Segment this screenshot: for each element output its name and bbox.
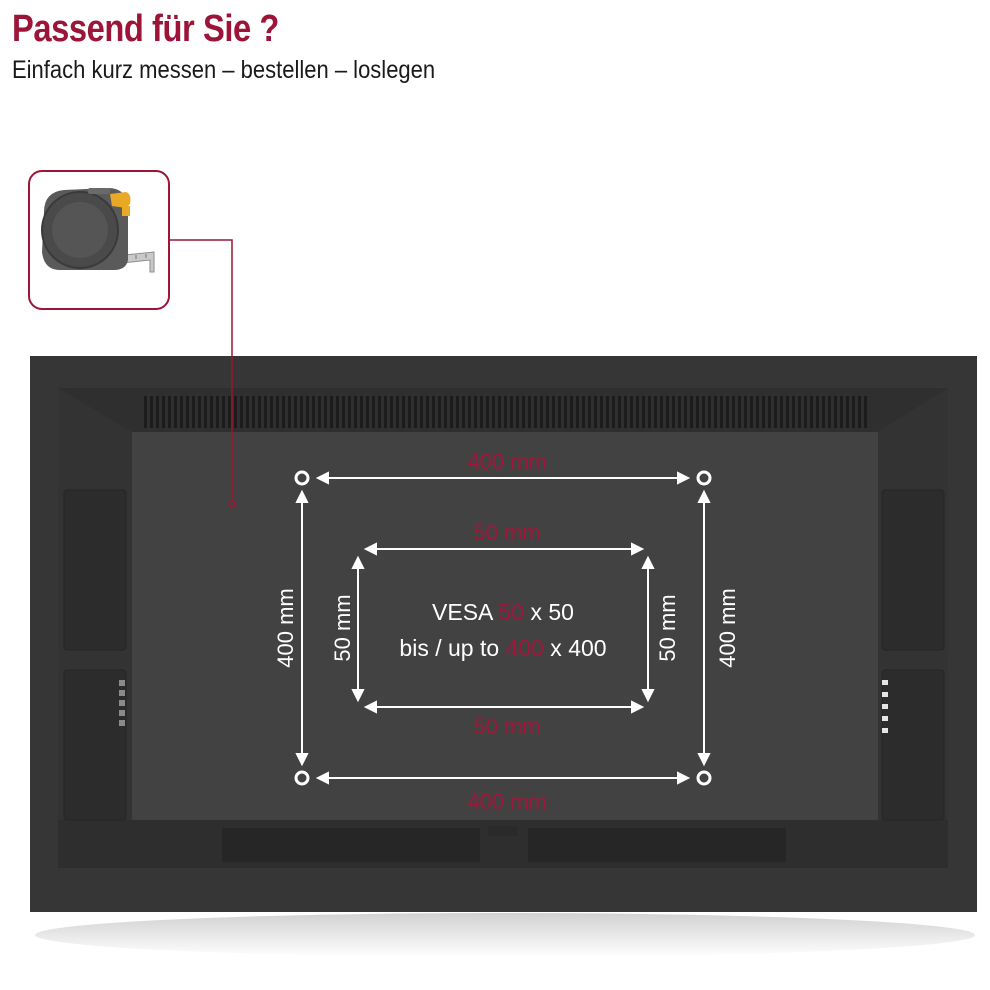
callout-line [170, 239, 233, 502]
left-buttons [119, 680, 125, 726]
left-port-block [63, 669, 127, 821]
label-outer-top: 400 mm [467, 449, 546, 474]
vesa-spec-text: VESA 50 x 50 bis / up to 400 x 400 [399, 599, 606, 661]
dimension-arrows [295, 471, 711, 785]
label-inner-left: 50 mm [330, 594, 355, 661]
label-inner-right: 50 mm [655, 594, 680, 661]
right-ports [882, 680, 888, 733]
mount-hole-top-right [696, 470, 712, 486]
label-outer-left: 400 mm [273, 588, 298, 667]
tape-measure-icon [41, 188, 155, 273]
vesa-line-1: VESA 50 x 50 [432, 599, 574, 625]
tv-mounting-panel [132, 432, 878, 820]
tape-measure-callout [28, 170, 170, 310]
bottom-center-notch [488, 826, 518, 836]
mount-hole-bottom-left [294, 770, 310, 786]
bottom-slot-left [222, 828, 480, 862]
floor-shadow [35, 913, 975, 957]
label-inner-top: 50 mm [473, 520, 540, 545]
ventilation-slots [143, 396, 868, 428]
right-handle-block [881, 489, 945, 651]
mounting-holes [294, 470, 712, 786]
left-handle-block [63, 489, 127, 651]
mount-hole-bottom-right [696, 770, 712, 786]
page-subtitle: Einfach kurz messen – bestellen – losleg… [12, 56, 436, 84]
label-outer-right: 400 mm [715, 588, 740, 667]
label-outer-bottom: 400 mm [467, 789, 546, 814]
page-title: Passend für Sie ? [12, 8, 279, 50]
callout-dot [228, 500, 236, 508]
vesa-line-2: bis / up to 400 x 400 [399, 635, 606, 661]
right-port-block [881, 669, 945, 821]
bottom-slot-right [528, 828, 786, 862]
mount-hole-top-left [294, 470, 310, 486]
label-inner-bottom: 50 mm [473, 714, 540, 739]
